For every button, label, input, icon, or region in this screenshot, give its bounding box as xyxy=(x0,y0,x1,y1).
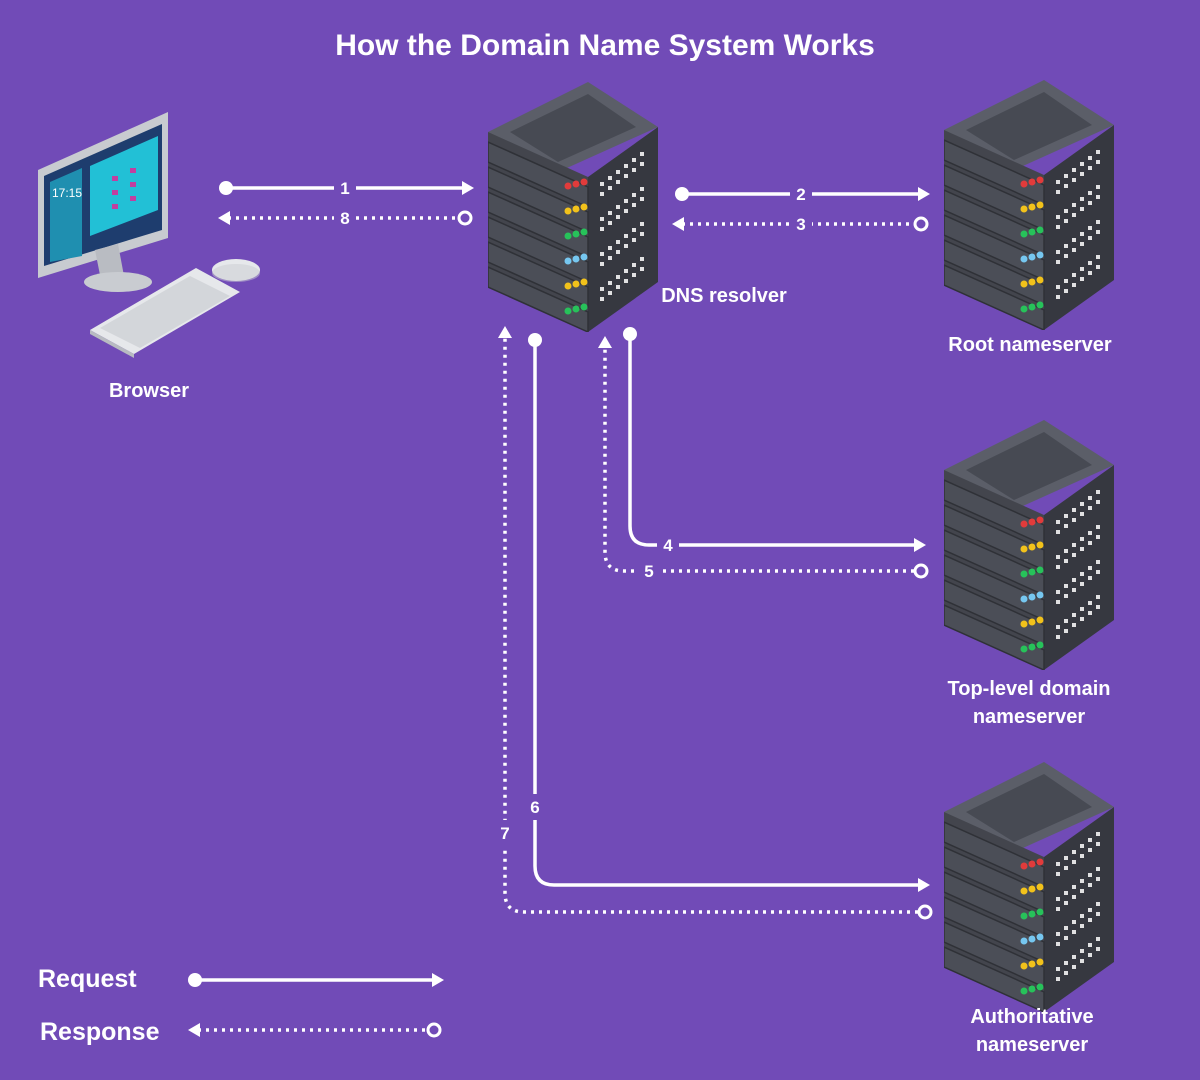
step-label-3: 3 xyxy=(796,215,805,234)
arrow-step-6: 6 xyxy=(523,333,930,892)
arrow-step-2: 2 xyxy=(675,182,930,206)
browser-label: Browser xyxy=(109,380,189,402)
arrow-step-4: 4 xyxy=(623,327,926,557)
tld-nameserver-node: Top-level domain nameserver xyxy=(944,420,1115,728)
desktop-computer-icon: 17:15 xyxy=(38,112,168,292)
arrow-step-3: 3 xyxy=(672,212,929,236)
diagram-title: How the Domain Name System Works xyxy=(335,29,875,62)
browser-node: 17:15 Browser xyxy=(38,112,260,402)
server-rack-icon xyxy=(944,420,1115,670)
dns-resolver-node: DNS resolver xyxy=(488,82,787,332)
legend-request-label: Request xyxy=(38,965,137,993)
step-label-2: 2 xyxy=(796,185,805,204)
server-rack-icon xyxy=(944,762,1115,1012)
tld-nameserver-label-line2: nameserver xyxy=(973,706,1086,728)
keyboard-icon xyxy=(90,268,240,358)
arrow-step-7: 7 xyxy=(493,326,933,920)
arrow-step-1: 1 xyxy=(219,176,474,200)
authoritative-nameserver-label-line1: Authoritative xyxy=(970,1006,1093,1028)
root-nameserver-label: Root nameserver xyxy=(948,334,1112,356)
step-label-1: 1 xyxy=(340,179,349,198)
arrow-step-8: 8 xyxy=(218,206,473,230)
step-label-7: 7 xyxy=(500,824,509,843)
server-rack-icon xyxy=(944,80,1115,330)
dns-resolver-label: DNS resolver xyxy=(661,285,787,307)
step-label-6: 6 xyxy=(530,798,539,817)
legend-response-arrow xyxy=(188,1022,442,1038)
authoritative-nameserver-label-line2: nameserver xyxy=(976,1034,1089,1056)
monitor-clock: 17:15 xyxy=(52,186,82,200)
legend: Request Response xyxy=(38,965,444,1046)
arrow-step-5: 5 xyxy=(598,336,929,583)
root-nameserver-node: Root nameserver xyxy=(944,80,1115,356)
step-label-5: 5 xyxy=(644,562,653,581)
tld-nameserver-label-line1: Top-level domain xyxy=(948,678,1111,700)
legend-response-label: Response xyxy=(40,1018,160,1046)
step-label-8: 8 xyxy=(340,209,349,228)
mouse-icon xyxy=(212,259,260,282)
server-rack-icon xyxy=(488,82,659,332)
authoritative-nameserver-node: Authoritative nameserver xyxy=(944,762,1115,1056)
legend-request-arrow xyxy=(188,973,444,987)
step-label-4: 4 xyxy=(663,536,673,555)
